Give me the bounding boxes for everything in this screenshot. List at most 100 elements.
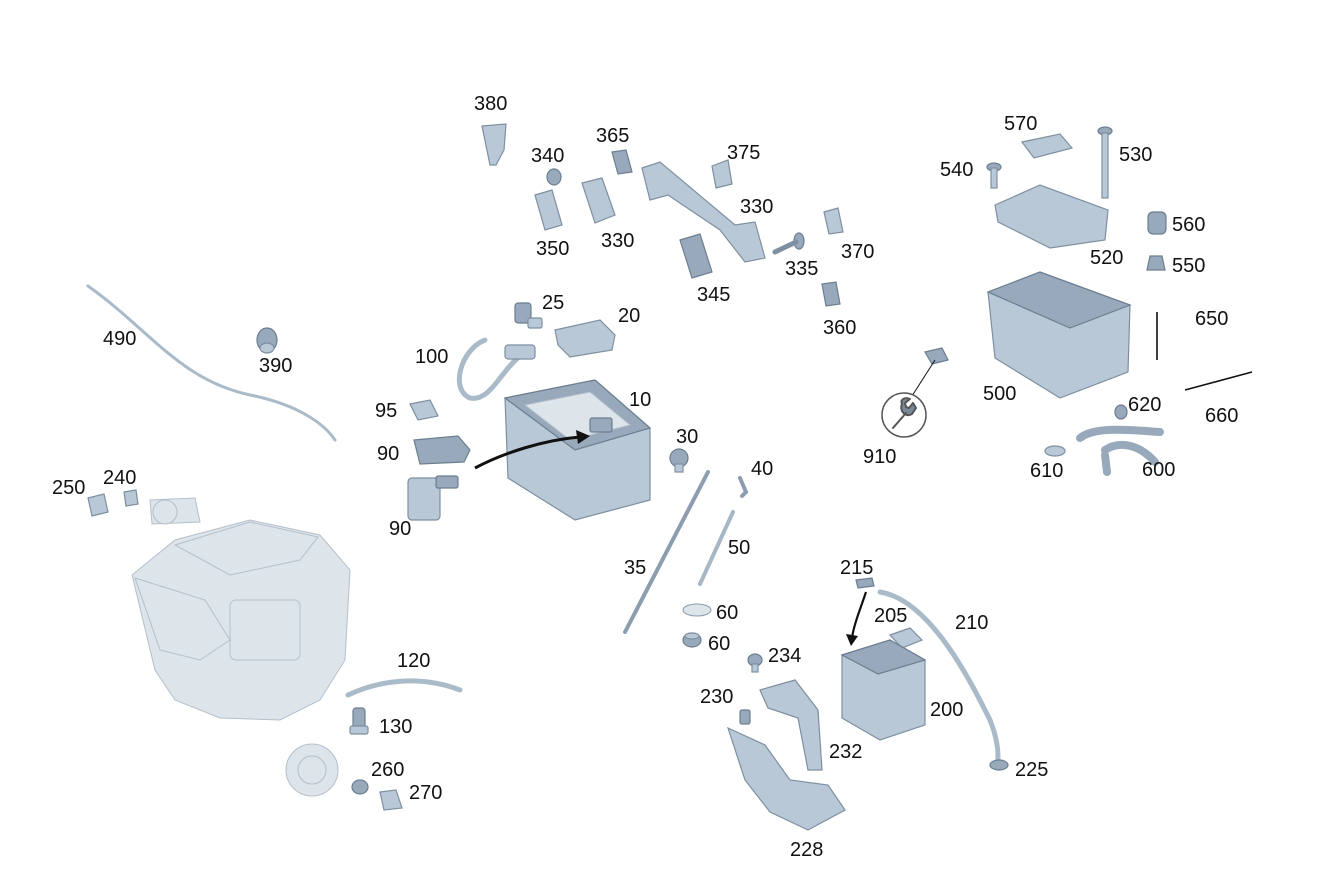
callout-130: 130: [379, 716, 412, 738]
part-90-lower: [407, 475, 459, 521]
arrow-head-215: [846, 634, 858, 646]
callout-365: 365: [596, 125, 629, 147]
part-500-unit: [986, 271, 1132, 399]
part-25-terminal: [514, 302, 543, 329]
callout-240: 240: [103, 467, 136, 489]
part-90-upper: [413, 435, 471, 465]
callout-270: 270: [409, 782, 442, 804]
callout-210: 210: [955, 612, 988, 634]
callout-20: 20: [618, 305, 640, 327]
part-375: [711, 159, 733, 189]
callout-90-lower: 90: [389, 518, 411, 540]
callout-120: 120: [397, 650, 430, 672]
arrow-head-battery: [576, 430, 590, 444]
part-205: [888, 627, 924, 649]
callout-25: 25: [542, 292, 564, 314]
callout-205: 205: [874, 605, 907, 627]
part-330-left: [581, 177, 616, 224]
part-350: [534, 189, 563, 231]
leader-660: [1184, 371, 1253, 391]
part-530-bolt: [1097, 126, 1113, 199]
part-225: [989, 759, 1009, 771]
callout-35: 35: [624, 557, 646, 579]
part-345: [679, 233, 713, 279]
part-215: [855, 577, 875, 589]
part-380: [481, 123, 507, 166]
part-230: [739, 709, 751, 725]
rod-35: [623, 470, 710, 634]
cable-490: [86, 284, 337, 442]
callout-380: 380: [474, 93, 507, 115]
callout-330-right: 330: [740, 196, 773, 218]
callout-370: 370: [841, 241, 874, 263]
cable-100: [456, 337, 523, 401]
callout-650: 650: [1195, 308, 1228, 330]
part-620: [1114, 404, 1128, 420]
part-bracket: [641, 161, 766, 263]
part-390-grommet: [256, 327, 278, 354]
part-30-cap: [669, 448, 689, 473]
callout-60-disc: 60: [716, 602, 738, 624]
callout-490: 490: [103, 328, 136, 350]
callout-90-upper: 90: [377, 443, 399, 465]
engine-assembly: [131, 497, 351, 721]
callout-530: 530: [1119, 144, 1152, 166]
callout-350: 350: [536, 238, 569, 260]
part-360: [821, 281, 841, 307]
part-95: [409, 399, 439, 421]
callout-345: 345: [697, 284, 730, 306]
rod-50: [698, 510, 735, 586]
callout-260: 260: [371, 759, 404, 781]
callout-200: 200: [930, 699, 963, 721]
part-335-screw: [772, 232, 805, 255]
part-232-bracket: [759, 679, 823, 771]
callout-335: 335: [785, 258, 818, 280]
part-228-tray: [727, 726, 846, 831]
part-270: [379, 789, 403, 811]
part-370: [823, 207, 844, 235]
part-520-unit: [994, 184, 1109, 249]
part-234: [747, 653, 763, 673]
cable-210: [877, 589, 1001, 763]
alternator: [285, 743, 339, 797]
callout-910: 910: [863, 446, 896, 468]
part-40: [738, 476, 749, 498]
callout-570: 570: [1004, 113, 1037, 135]
part-260: [351, 779, 369, 795]
callout-600: 600: [1142, 459, 1175, 481]
callout-40: 40: [751, 458, 773, 480]
part-560: [1147, 211, 1167, 235]
wrench-icon: [881, 392, 927, 438]
part-910-plug: [924, 347, 949, 365]
callout-610: 610: [1030, 460, 1063, 482]
callout-labels: 10 20 25 30 35 40 50 60 60 90 90 95 100 …: [52, 93, 1238, 861]
callout-360: 360: [823, 317, 856, 339]
callout-50: 50: [728, 537, 750, 559]
part-250: [87, 493, 109, 517]
callout-10: 10: [629, 389, 651, 411]
callout-560: 560: [1172, 214, 1205, 236]
callout-250: 250: [52, 477, 85, 499]
callout-520: 520: [1090, 247, 1123, 269]
part-60-plug: [682, 632, 702, 648]
battery-200: [840, 639, 927, 741]
part-130: [349, 707, 369, 735]
part-100-clamp: [504, 344, 536, 360]
callout-330-left: 330: [601, 230, 634, 252]
part-550: [1146, 255, 1166, 271]
part-60-disc: [682, 603, 712, 617]
callout-620: 620: [1128, 394, 1161, 416]
part-240: [123, 489, 139, 507]
hose-600: [1076, 425, 1164, 476]
callout-100: 100: [415, 346, 448, 368]
callout-340: 340: [531, 145, 564, 167]
part-340: [546, 168, 562, 186]
part-365: [611, 149, 633, 175]
part-20-cover: [554, 319, 616, 358]
callout-60-plug: 60: [708, 633, 730, 655]
callout-228: 228: [790, 839, 823, 861]
callout-232: 232: [829, 741, 862, 763]
arrow-215: [850, 591, 868, 639]
callout-550: 550: [1172, 255, 1205, 277]
